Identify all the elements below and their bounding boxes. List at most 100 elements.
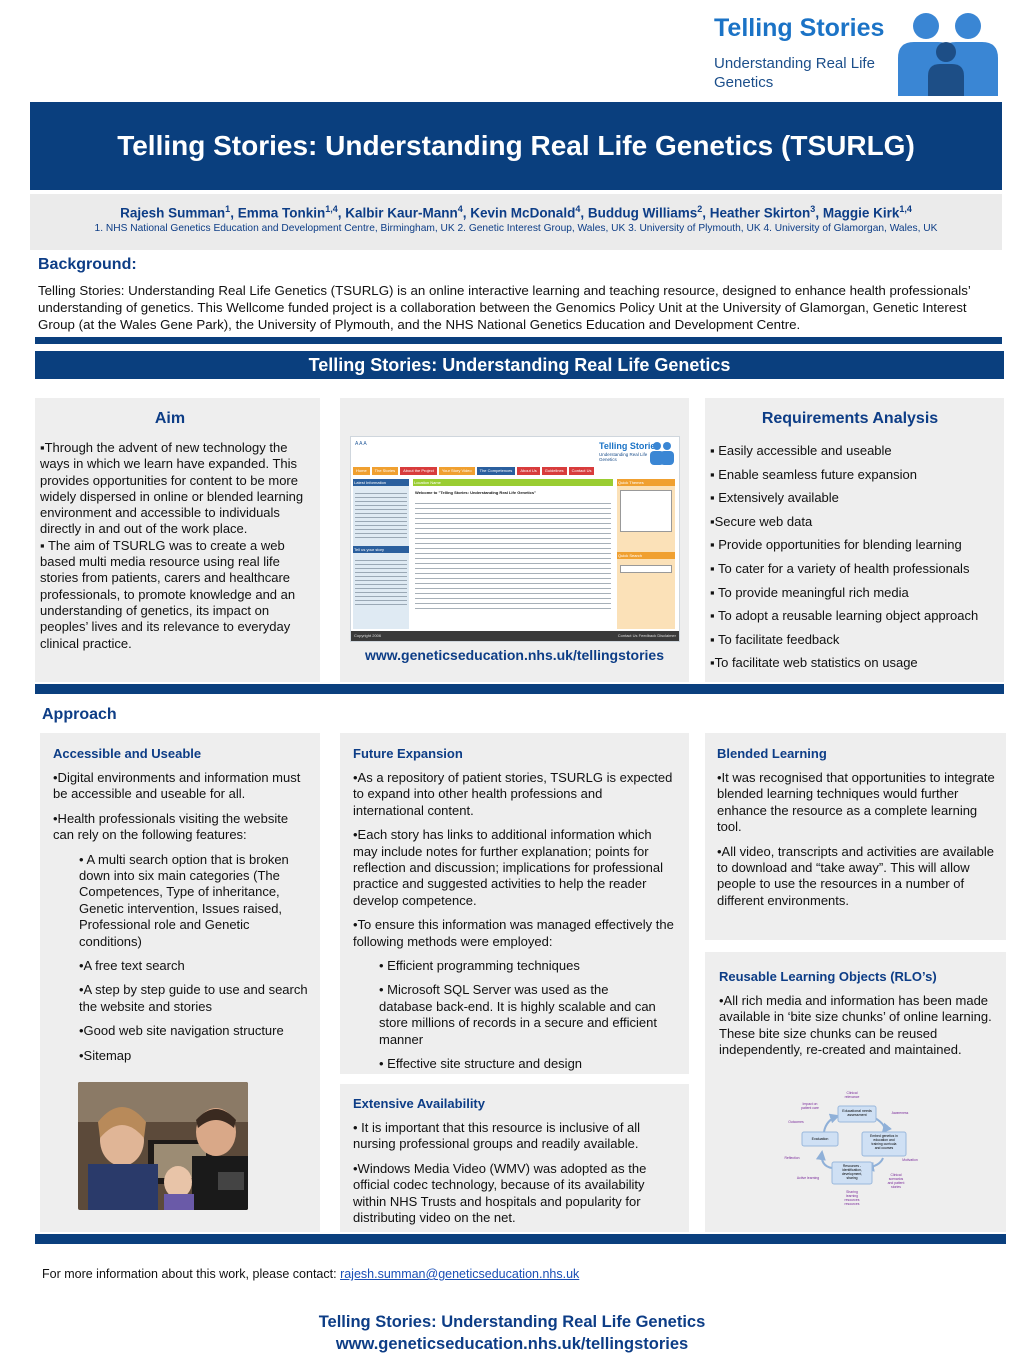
cycle-label: Motivation [902,1158,918,1162]
extensive-title: Extensive Availability [353,1096,485,1111]
author-name: Rajesh Summan [120,205,226,221]
mock-welcome: Welcome to "Telling Stories: Understandi… [415,490,536,495]
logo-title: Telling Stories [714,14,885,42]
future-paragraph: •To ensure this information was managed … [353,917,674,949]
blended-panel [705,733,1006,940]
rlo-paragraph: •All rich media and information has been… [719,993,992,1058]
method-item: • Efficient programming techniques [379,958,580,974]
mock-panel-title: Quick Themes [617,479,675,486]
background-heading: Background: [38,256,137,273]
background-text: Telling Stories: Understanding Real Life… [38,283,971,332]
requirement-item: ▪To facilitate web statistics on usage [710,655,918,671]
mock-nav-item: The Competences [476,467,516,475]
mock-main-column: Location Name Welcome to "Telling Storie… [413,479,613,629]
future-paragraph: •Each story has links to additional info… [353,827,663,908]
mock-people-icon [650,442,674,465]
author-sup: 4 [575,204,581,214]
mock-logo-sub: Understanding Real Life Genetics [599,452,648,462]
aim-paragraph: ▪ The aim of TSURLG was to create a web … [40,537,296,651]
mock-nav-item: About Us [517,467,540,475]
requirements-panel [705,398,1004,682]
accessible-title: Accessible and Useable [53,746,202,761]
blended-title: Blended Learning [717,746,827,761]
center-url[interactable]: www.geneticseducation.nhs.uk/tellingstor… [365,647,664,663]
mock-nav-item: Home [353,467,370,475]
author-name: Heather Skirton [709,205,811,221]
rlo-panel [705,952,1006,1232]
blended-paragraph: •It was recognised that opportunities to… [717,770,995,835]
cycle-node [861,1131,907,1157]
future-paragraph: •As a repository of patient stories, TSU… [353,770,673,818]
cycle-node [831,1161,873,1185]
family-photo [78,1082,248,1210]
cycle-arrow [815,1150,833,1169]
future-title: Future Expansion [353,746,463,761]
accessible-paragraph: •Digital environments and information mu… [53,770,301,802]
mock-panel-title: Quick Search [617,552,675,559]
mock-panel-title: Tell us your story [353,546,409,553]
mock-footer-links: Contact Us Feedback Disclaimer [617,633,676,638]
affiliations: 1. NHS National Genetics Education and D… [94,222,938,234]
mock-nav-item: Contact Us [568,467,595,475]
requirement-item: ▪ Easily accessible and useable [710,443,892,458]
cycle-label: Outcomes [788,1120,804,1124]
cycle-label: Reflection [784,1156,799,1160]
poster-title: Telling Stories: Understanding Real Life… [30,102,1002,190]
mock-panel-title: Latest Information [353,479,409,486]
feature-item: •A step by step guide to use and search … [79,982,308,1014]
cycle-label: Awareness [892,1111,909,1115]
author-name: Emma Tonkin [237,205,326,221]
author-name: Maggie Kirk [822,205,900,221]
requirement-item: ▪ To cater for a variety of health profe… [710,560,970,576]
blended-paragraph: •All video, transcripts and activities a… [717,843,994,908]
logo-subtitle: Understanding Real Life Genetics [714,55,875,91]
divider [35,337,1002,344]
footer-url[interactable]: www.geneticseducation.nhs.uk/tellingstor… [335,1335,689,1353]
requirement-item: ▪ Provide opportunities for blending lea… [710,537,962,553]
feature-item: •Sitemap [79,1047,132,1063]
extensive-panel [340,1084,689,1232]
author-sup: 1,4 [325,204,338,214]
website-screenshot: A A A Telling Stories Understanding Real… [350,436,680,642]
mock-text-lines [415,499,611,609]
author-sup: 1,4 [899,204,912,214]
future-panel [340,733,689,1074]
requirement-item: ▪ Extensively available [710,490,839,506]
feature-item: • A multi search option that is broken d… [79,851,289,949]
mock-nav-item: Guidelines [541,467,567,475]
aim-paragraph: ▪Through the advent of new technology th… [40,440,304,537]
rlo-text: •All rich media and information has been… [719,993,997,1067]
divider [35,684,1004,694]
feature-item: •Good web site navigation structure [79,1023,284,1039]
cycle-node-text: Resources -identification,development,sh… [842,1164,862,1180]
mock-panel-title: Location Name [413,479,613,486]
mock-copyright: Copyright 2006 [354,633,382,638]
mock-nav: Home The Stories About the Project Your … [353,467,677,475]
accessible-paragraph: •Health professionals visiting the websi… [53,810,289,843]
mock-left-column: Latest Information Tell us your story [353,479,409,629]
mock-text-lines [355,490,407,540]
contact-email-link[interactable]: rajesh.summan@geneticseducation.nhs.uk [340,1267,580,1281]
blended-text: •It was recognised that opportunities to… [717,770,997,917]
author-name: Kevin McDonald [470,205,576,221]
divider [35,1234,1006,1244]
feature-item: •A free text search [79,958,185,974]
requirement-item: ▪ To facilitate feedback [710,631,840,647]
cycle-node [837,1105,877,1123]
mock-nav-item: Your Story Video [438,467,475,475]
contact-prefix: For more information about this work, pl… [42,1267,341,1281]
accessible-text: •Digital environments and information mu… [53,770,308,1072]
footer-title: Telling Stories: Understanding Real Life… [318,1313,706,1331]
author-sup: 4 [457,204,463,214]
method-item: • Microsoft SQL Server was used as the d… [379,982,657,1047]
author-sup: 3 [810,204,816,214]
rlo-title: Reusable Learning Objects (RLO’s) [719,969,937,984]
requirement-item: ▪Secure web data [710,513,813,529]
requirement-item: ▪ Enable seamless future expansion [710,466,917,482]
cycle-node-text: Evaluation [812,1137,829,1141]
